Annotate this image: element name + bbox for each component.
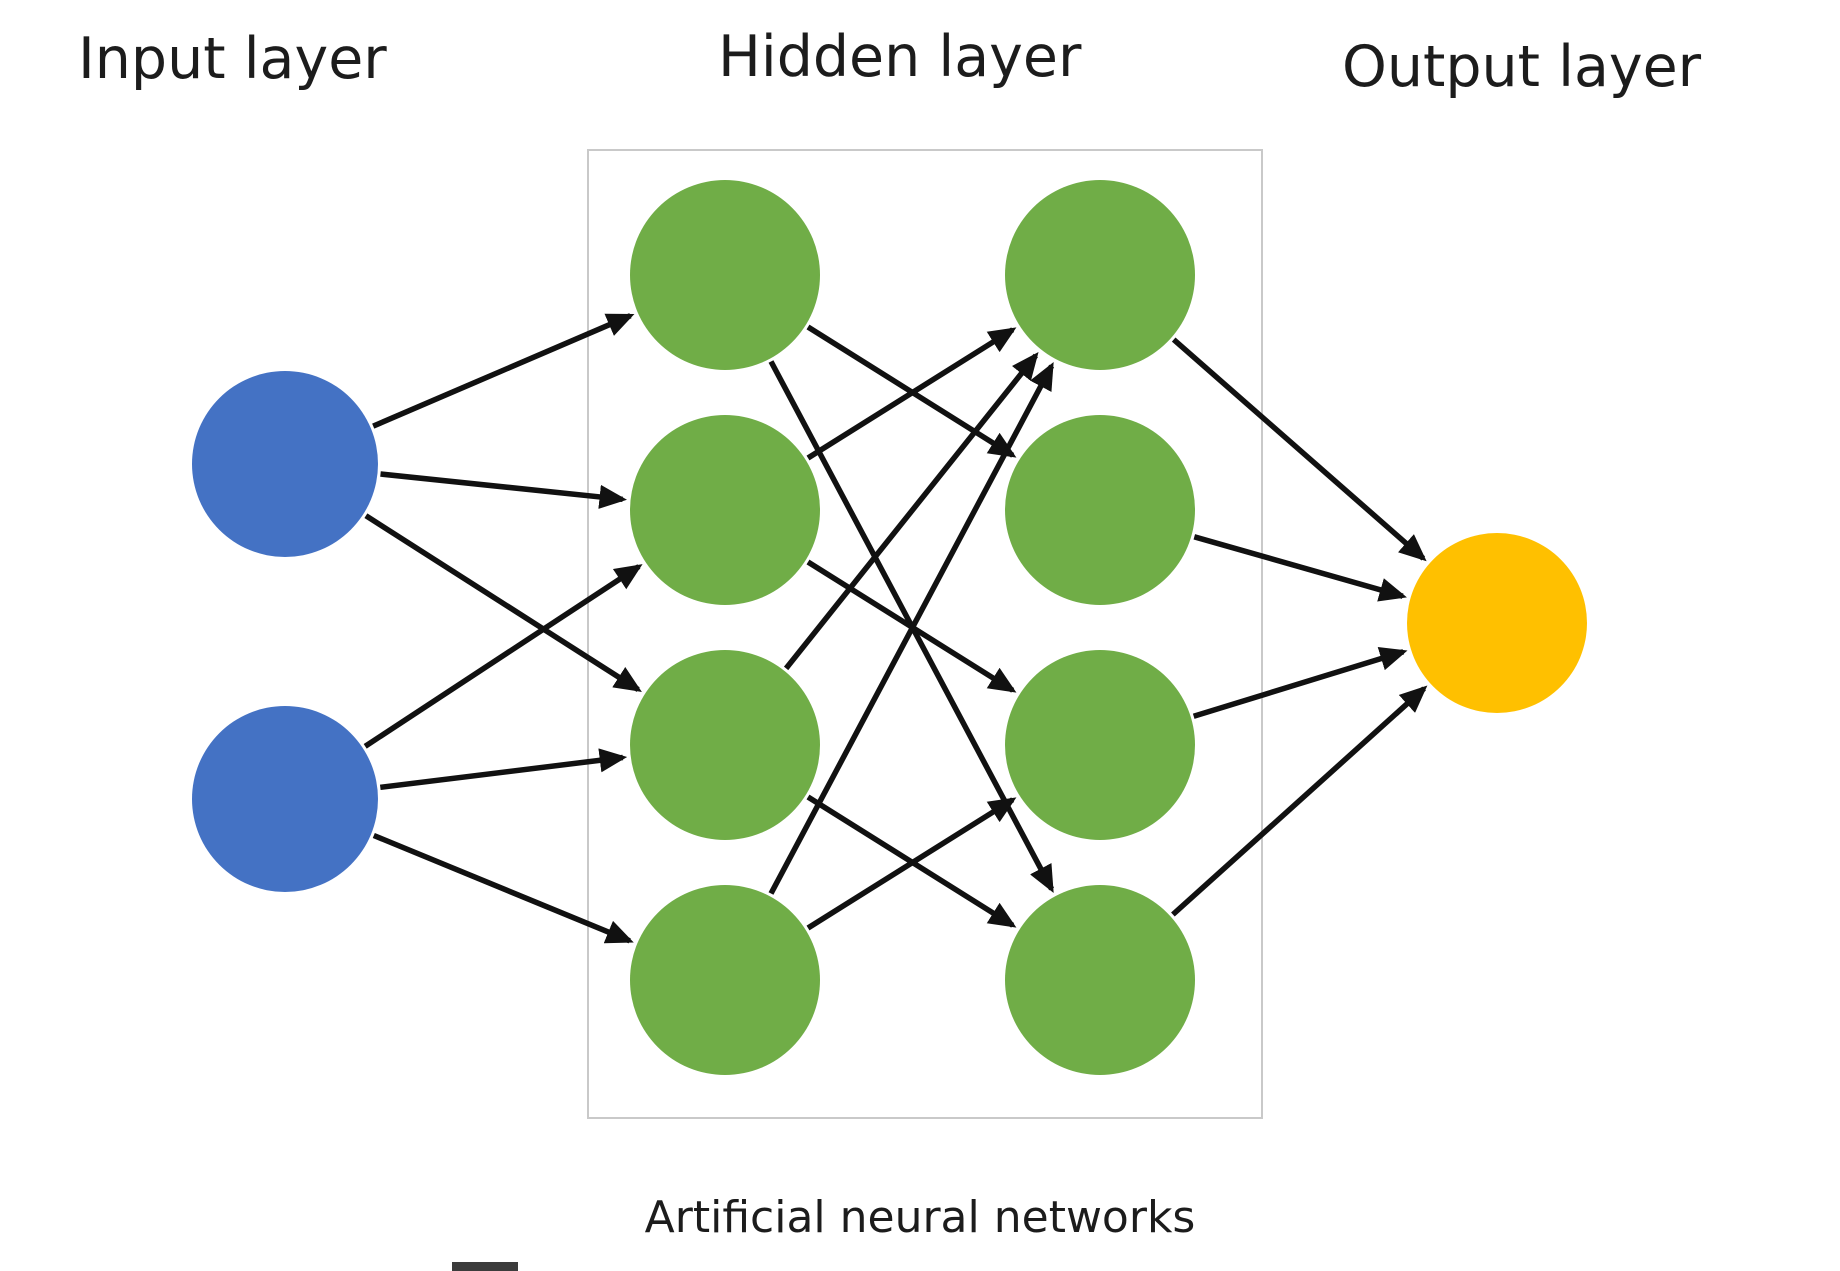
- node-hidden1-2: [630, 415, 820, 605]
- node-hidden1-3: [630, 650, 820, 840]
- edge-hidden2-2-to-output-1: [1193, 534, 1407, 602]
- node-output-1: [1407, 533, 1587, 713]
- cropped-image-artifact: [452, 1262, 518, 1271]
- edge-hidden1-3-to-hidden2-1: [783, 352, 1039, 671]
- edge-hidden1-4-to-hidden2-3: [806, 797, 1017, 931]
- edge-hidden2-3-to-output-1: [1192, 647, 1408, 719]
- node-hidden2-3: [1005, 650, 1195, 840]
- edge-hidden1-4-to-hidden2-1: [768, 362, 1055, 895]
- node-input-1: [192, 371, 378, 557]
- input-layer-label: Input layer: [78, 26, 387, 92]
- edge-input-2-to-hidden1-3: [379, 748, 628, 791]
- output-layer-label: Output layer: [1342, 34, 1702, 100]
- node-hidden2-2: [1005, 415, 1195, 605]
- node-input-2: [192, 706, 378, 892]
- diagram-caption: Artificial neural networks: [644, 1192, 1196, 1243]
- node-hidden1-4: [630, 885, 820, 1075]
- hidden-layer-box: [587, 149, 1263, 1119]
- edge-input-1-to-hidden1-1: [372, 313, 635, 429]
- edge-hidden1-2-to-hidden2-1: [806, 327, 1017, 461]
- edge-input-2-to-hidden1-2: [363, 564, 643, 749]
- edge-input-2-to-hidden1-4: [372, 832, 634, 944]
- edge-hidden2-1-to-output-1: [1171, 337, 1427, 562]
- edge-hidden2-4-to-output-1: [1171, 685, 1428, 917]
- edge-input-1-to-hidden1-2: [380, 471, 627, 509]
- node-hidden2-1: [1005, 180, 1195, 370]
- node-hidden1-1: [630, 180, 820, 370]
- node-hidden2-4: [1005, 885, 1195, 1075]
- hidden-layer-label: Hidden layer: [718, 24, 1082, 90]
- edge-input-1-to-hidden1-3: [364, 513, 642, 692]
